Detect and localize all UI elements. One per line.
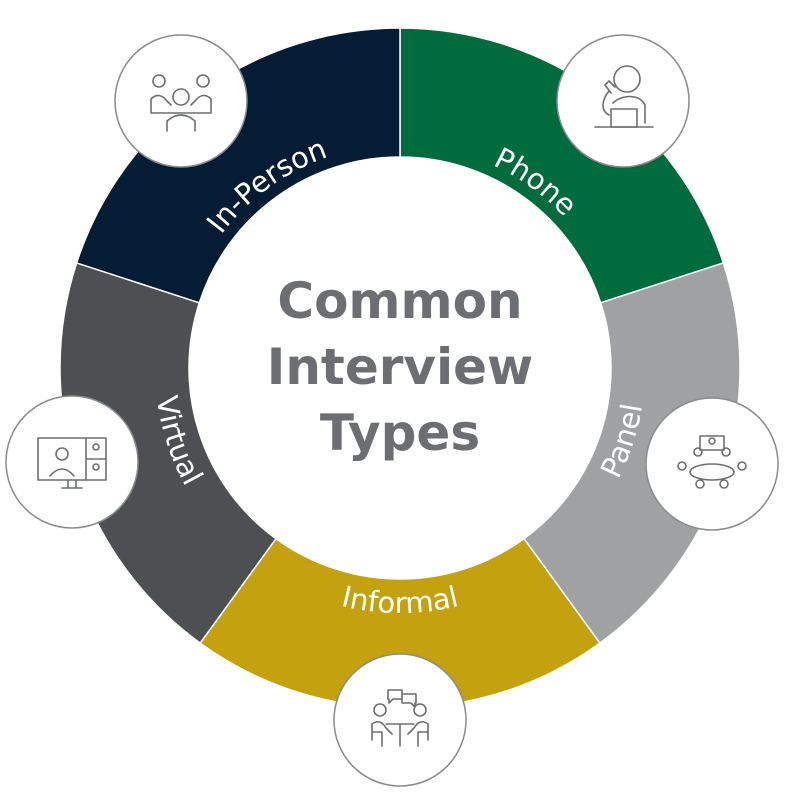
center-title: Common Interview Types bbox=[267, 272, 534, 462]
segment-label-informal: Informal bbox=[339, 579, 461, 620]
segment-label-text: Informal bbox=[339, 579, 461, 620]
icon-badge-panel bbox=[645, 397, 779, 531]
person-on-phone-with-laptop-icon bbox=[594, 65, 654, 128]
video-call-monitor-icon bbox=[37, 437, 107, 489]
center-circle bbox=[189, 157, 611, 579]
group-meeting-table-icon bbox=[150, 74, 212, 132]
center-title-line-2: Interview bbox=[267, 338, 534, 396]
icon-badge-in-person bbox=[114, 34, 248, 168]
icon-badge-informal bbox=[333, 653, 467, 787]
center-title-line-1: Common bbox=[277, 272, 522, 330]
casual-conversation-icon bbox=[371, 689, 429, 747]
icon-badge-virtual bbox=[5, 395, 139, 529]
icon-badge-phone bbox=[556, 34, 690, 168]
center-title-line-3: Types bbox=[320, 404, 480, 462]
panel-meeting-icon bbox=[677, 435, 747, 489]
